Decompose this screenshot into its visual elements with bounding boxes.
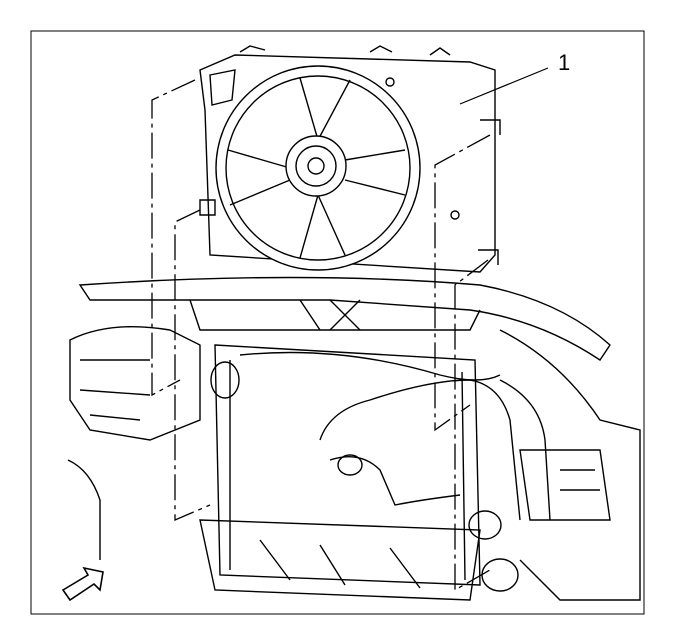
fan-motor-hub [285,135,347,197]
radiator [199,344,551,601]
alignment-lines [151,79,491,592]
callout-number-1: 1 [558,50,571,75]
fan-shroud [199,45,501,273]
diagram-frame [30,30,645,615]
fan-spokes [227,77,406,259]
radiator-support [67,276,641,601]
callout-leader-line [459,67,549,105]
front-direction-arrow-icon [61,566,104,602]
